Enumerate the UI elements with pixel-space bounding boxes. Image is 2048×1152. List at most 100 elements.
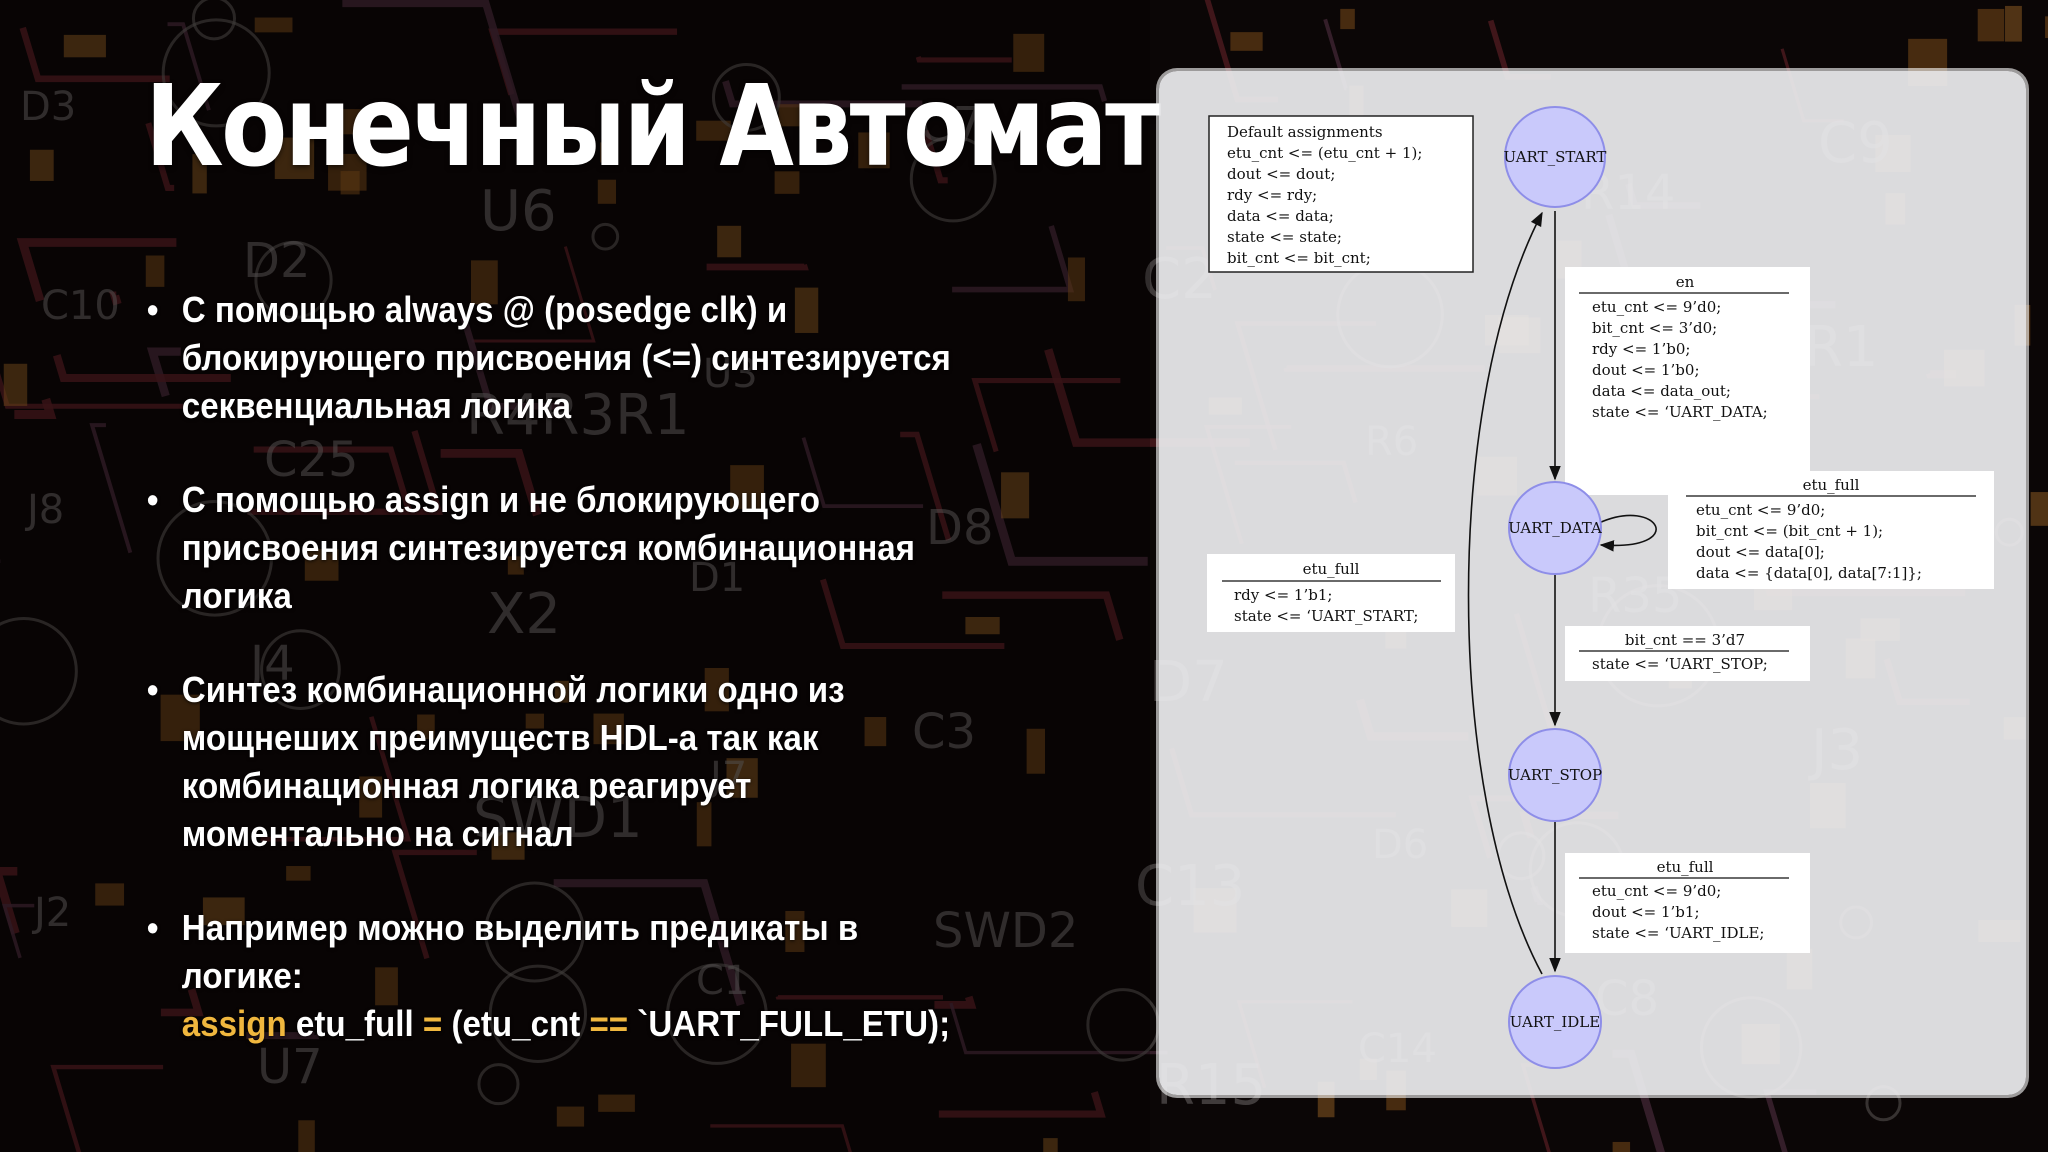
pcb-silk-label: D2 — [243, 233, 311, 289]
bullet-item: •Например можно выделить предикаты в лог… — [145, 904, 973, 1048]
pcb-pad — [192, 154, 207, 194]
default-line: data <= data; — [1227, 207, 1334, 225]
bullet-text: С помощью assign и не блокирующего присв… — [181, 479, 915, 616]
pcb-pad — [202, 897, 245, 926]
pcb-trace — [1487, 19, 1551, 80]
pcb-pad — [794, 287, 819, 333]
pcb-pad — [1612, 1141, 1631, 1152]
pcb-pad — [704, 667, 729, 712]
default-line: dout <= dout; — [1227, 165, 1335, 183]
pcb-pad — [1013, 33, 1045, 72]
default-box-title: Default assignments — [1227, 123, 1383, 141]
pcb-silk-label: C25 — [264, 432, 359, 488]
pcb-trace — [440, 449, 542, 517]
bullet-dot: • — [146, 907, 159, 948]
pcb-pad — [600, 142, 618, 163]
pcb-pad — [63, 34, 106, 58]
pcb-trace — [722, 80, 923, 108]
bullet-dot: • — [146, 289, 159, 330]
action-line: state <= ‘UART_START; — [1234, 607, 1418, 625]
state-label: UART_STOP — [1508, 766, 1602, 784]
pcb-ring — [161, 18, 271, 128]
pcb-trace — [145, 122, 175, 191]
bullet-item: •С помощью assign и не блокирующего прис… — [145, 476, 973, 620]
background-shade — [0, 0, 1150, 1152]
pcb-trace — [342, 0, 529, 134]
pcb-silk-label: D3 — [20, 84, 76, 130]
pcb-pad — [556, 1106, 585, 1127]
pcb-trace — [253, 446, 413, 514]
code-expression-tail: `UART_FULL_ETU); — [628, 1003, 951, 1044]
pcb-pad — [717, 225, 742, 258]
pcb-pad — [470, 260, 498, 305]
pcb-ring — [1086, 988, 1160, 1062]
pcb-pad — [864, 717, 887, 747]
pcb-pad — [2045, 16, 2048, 39]
default-line: state <= state; — [1227, 228, 1342, 246]
pcb-pad — [696, 120, 731, 141]
pcb-pad — [274, 137, 315, 180]
state-label: UART_IDLE — [1510, 1013, 1600, 1031]
pcb-silk-label: C3 — [912, 704, 976, 760]
pcb-pad — [1043, 1138, 1058, 1152]
state-machine-diagram: Default assignments etu_cnt <= (etu_cnt … — [1207, 106, 1994, 1069]
bullet-list: •С помощью always @ (posedge clk) и блок… — [145, 286, 1045, 1094]
pcb-pad — [1067, 257, 1085, 302]
pcb-pad — [858, 132, 890, 169]
default-line: etu_cnt <= (etu_cnt + 1); — [1227, 144, 1422, 162]
pcb-trace — [1763, 1089, 1817, 1152]
pcb-pad — [730, 465, 764, 509]
pcb-silk-label: R4R3R1 — [466, 383, 690, 448]
pcb-silk-label: J8 — [24, 487, 64, 533]
code-keyword-assign: assign — [181, 1003, 287, 1044]
pcb-silk-label: U6 — [480, 179, 557, 244]
pcb-trace — [52, 354, 231, 382]
pcb-pad — [965, 616, 1000, 635]
action-line: dout <= data[0]; — [1696, 543, 1825, 561]
pcb-pad — [254, 17, 293, 33]
pcb-trace — [167, 22, 211, 111]
bullet-dot: • — [146, 669, 159, 710]
condition-text: bit_cnt == 3’d7 — [1625, 631, 1745, 649]
pcb-silk-label: D8 — [926, 500, 994, 556]
pcb-ring — [191, 0, 237, 41]
transition-label-idle-start: etu_full rdy <= 1’b1; state <= ‘UART_STA… — [1207, 554, 1455, 632]
pcb-trace — [915, 56, 1012, 63]
bullet-item: •С помощью always @ (posedge clk) и блок… — [145, 286, 973, 430]
pcb-pad — [29, 149, 54, 181]
pcb-ring — [591, 222, 620, 251]
pcb-pad — [145, 255, 165, 287]
pcb-pad — [330, 109, 363, 135]
pcb-pad — [359, 776, 383, 818]
pcb-trace — [553, 879, 745, 1007]
code-operator-assign: = — [422, 1003, 443, 1044]
transition-label-data-self: etu_full etu_cnt <= 9’d0; bit_cnt <= (bi… — [1668, 471, 1994, 589]
pcb-trace — [2, 903, 35, 959]
pcb-trace — [16, 238, 177, 302]
pcb-trace — [820, 578, 1005, 650]
pcb-trace — [710, 1124, 852, 1152]
action-line: etu_cnt <= 9’d0; — [1592, 882, 1721, 900]
pcb-pad — [328, 153, 367, 191]
pcb-silk-label: C10 — [41, 283, 120, 329]
pcb-pad — [774, 171, 800, 194]
state-uart-data: UART_DATA — [1508, 481, 1602, 575]
action-line: state <= ‘UART_IDLE; — [1592, 924, 1764, 942]
pcb-trace — [391, 849, 477, 960]
default-line: bit_cnt <= bit_cnt; — [1227, 249, 1371, 267]
pcb-pad — [491, 832, 525, 860]
pcb-pad — [2005, 5, 2022, 42]
pcb-trace — [471, 246, 596, 343]
pcb-trace — [460, 316, 566, 410]
pcb-trace — [0, 373, 184, 409]
pcb-pad — [598, 1094, 635, 1112]
pcb-pad — [1977, 8, 2005, 42]
pcb-ring — [909, 135, 997, 223]
pcb-pad — [726, 758, 758, 798]
pcb-trace — [942, 591, 1124, 641]
pcb-pad — [160, 694, 200, 742]
action-line: etu_cnt <= 9’d0; — [1696, 501, 1825, 519]
pcb-trace — [109, 291, 122, 306]
code-signal-name: etu_full — [286, 1003, 423, 1044]
default-line: rdy <= rdy; — [1227, 186, 1317, 204]
